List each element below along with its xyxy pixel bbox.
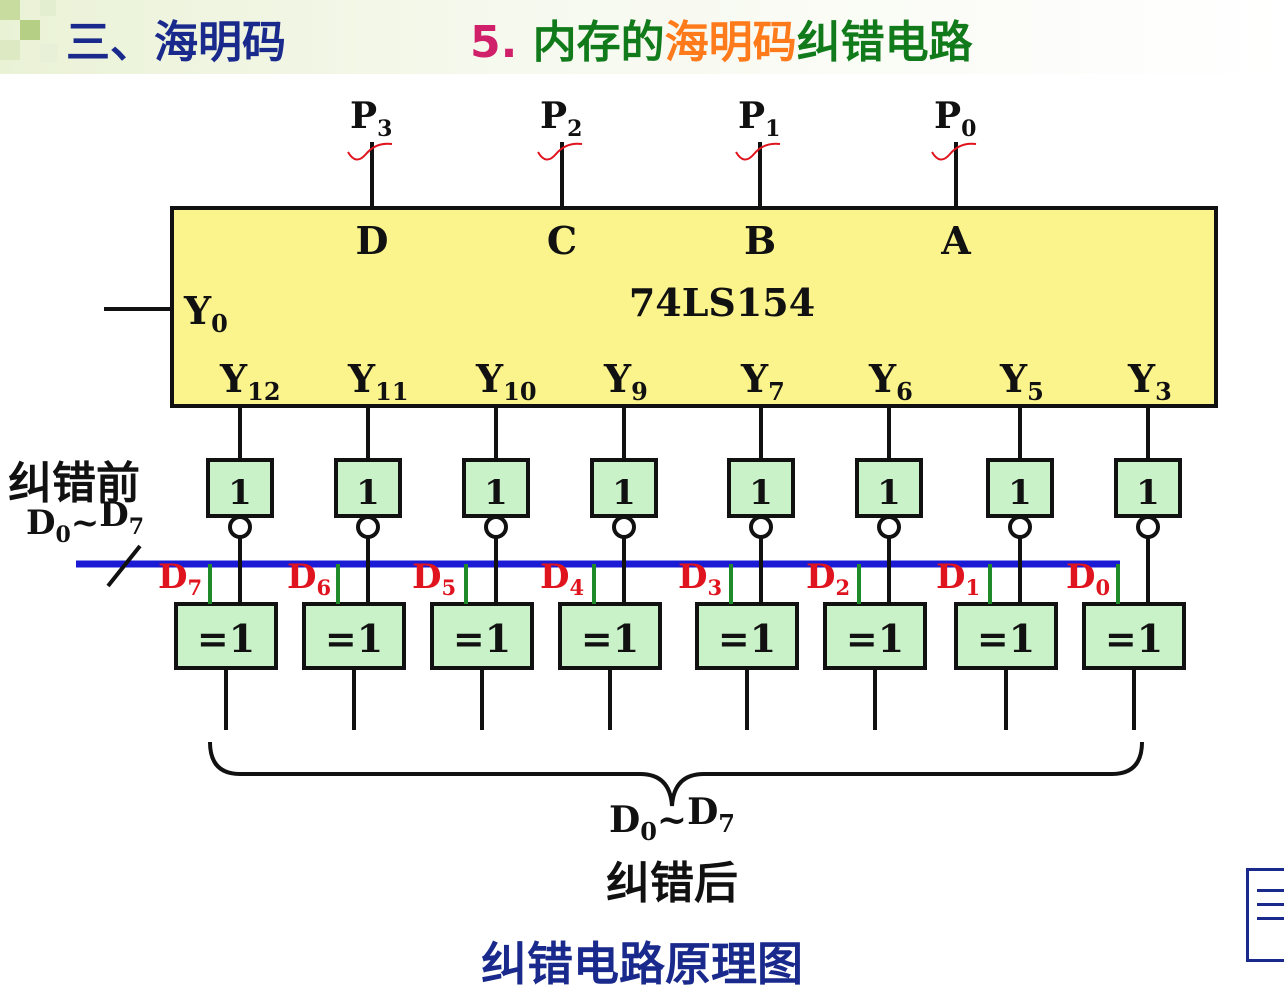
output-brace bbox=[208, 741, 1144, 807]
not-gate-label: 1 bbox=[612, 473, 636, 513]
before-range-label: D0~D7 bbox=[26, 495, 144, 548]
pin-label-y6: Y6 bbox=[868, 356, 913, 406]
pin-label-d: D bbox=[356, 218, 389, 263]
not-gate bbox=[855, 458, 923, 518]
not-gate-label: 1 bbox=[228, 473, 252, 513]
pin-label-y12: Y12 bbox=[219, 356, 281, 406]
inversion-bubble bbox=[484, 515, 508, 539]
after-correction-label: 纠错后 bbox=[606, 858, 738, 909]
xor-gate bbox=[695, 602, 799, 670]
slide-header: 三、海明码 5. 内存的海明码纠错电路 bbox=[0, 0, 1284, 74]
not-gate-label: 1 bbox=[1136, 473, 1160, 513]
not-gate-label: 1 bbox=[877, 473, 901, 513]
section-title: 三、海明码 bbox=[66, 17, 286, 68]
xor-gate bbox=[302, 602, 406, 670]
notes-icon[interactable] bbox=[1246, 868, 1284, 962]
inversion-bubble bbox=[749, 515, 773, 539]
inversion-bubble bbox=[356, 515, 380, 539]
not-gate-label: 1 bbox=[484, 473, 508, 513]
data-bit-label-d4: D4 bbox=[540, 557, 584, 600]
pin-label-y5: Y5 bbox=[999, 356, 1044, 406]
slide-title-number: 5. bbox=[470, 17, 518, 68]
pin-label-y0: Y0 bbox=[183, 288, 228, 338]
xor-gate bbox=[1082, 602, 1186, 670]
data-bit-label-d2: D2 bbox=[806, 557, 850, 600]
inversion-bubble bbox=[1136, 515, 1160, 539]
chip-name: 74LS154 bbox=[629, 280, 815, 325]
not-gate bbox=[590, 458, 658, 518]
pin-label-y9: Y9 bbox=[603, 356, 648, 406]
pin-label-a: A bbox=[940, 218, 971, 263]
xor-gate-label: =1 bbox=[846, 616, 904, 661]
xor-gate bbox=[174, 602, 278, 670]
parity-label-p3: P3 bbox=[350, 95, 392, 142]
data-bit-label-d0: D0 bbox=[1066, 557, 1110, 600]
not-gate bbox=[727, 458, 795, 518]
pin-label-y10: Y10 bbox=[475, 356, 537, 406]
xor-gate-label: =1 bbox=[197, 616, 255, 661]
inversion-bubble bbox=[877, 515, 901, 539]
not-gate-label: 1 bbox=[749, 473, 773, 513]
data-bit-label-d3: D3 bbox=[678, 557, 722, 600]
handwritten-mark bbox=[735, 142, 781, 161]
handwritten-mark bbox=[931, 142, 977, 161]
before-correction-label: 纠错前 bbox=[8, 458, 140, 509]
pin-label-y7: Y7 bbox=[740, 356, 785, 406]
decoder-chip bbox=[170, 206, 1218, 408]
slide-title-part-a: 内存的 bbox=[532, 17, 665, 68]
xor-gate-label: =1 bbox=[325, 616, 383, 661]
handwritten-mark bbox=[537, 142, 583, 161]
parity-label-p2: P2 bbox=[540, 95, 582, 142]
parity-label-p0: P0 bbox=[934, 95, 976, 142]
corner-decoration-icon bbox=[0, 0, 58, 62]
after-range-label: D0~D7 bbox=[609, 791, 735, 846]
data-bit-label-d1: D1 bbox=[936, 557, 980, 600]
bus-slash-icon bbox=[106, 544, 142, 588]
slide-title-part-c: 纠错电路 bbox=[796, 17, 973, 68]
slide-title: 5. 内存的海明码纠错电路 bbox=[470, 6, 973, 70]
not-gate-label: 1 bbox=[356, 473, 380, 513]
inversion-bubble bbox=[228, 515, 252, 539]
diagram-caption: 纠错电路原理图 bbox=[481, 937, 803, 991]
slide-title-part-b: 海明码 bbox=[664, 17, 797, 68]
xor-gate-label: =1 bbox=[977, 616, 1035, 661]
not-gate-label: 1 bbox=[1008, 473, 1032, 513]
pin-label-y11: Y11 bbox=[347, 356, 409, 406]
handwritten-mark bbox=[347, 142, 393, 161]
xor-gate-label: =1 bbox=[718, 616, 776, 661]
xor-gate-label: =1 bbox=[453, 616, 511, 661]
pin-label-y3: Y3 bbox=[1127, 356, 1172, 406]
pin-label-c: C bbox=[547, 218, 577, 263]
data-bit-label-d5: D5 bbox=[412, 557, 456, 600]
pin-label-b: B bbox=[744, 218, 776, 263]
data-bit-label-d7: D7 bbox=[158, 557, 202, 600]
inversion-bubble bbox=[1008, 515, 1032, 539]
data-bit-label-d6: D6 bbox=[287, 557, 331, 600]
xor-gate-label: =1 bbox=[1105, 616, 1163, 661]
xor-gate-label: =1 bbox=[581, 616, 639, 661]
parity-label-p1: P1 bbox=[738, 95, 780, 142]
inversion-bubble bbox=[612, 515, 636, 539]
